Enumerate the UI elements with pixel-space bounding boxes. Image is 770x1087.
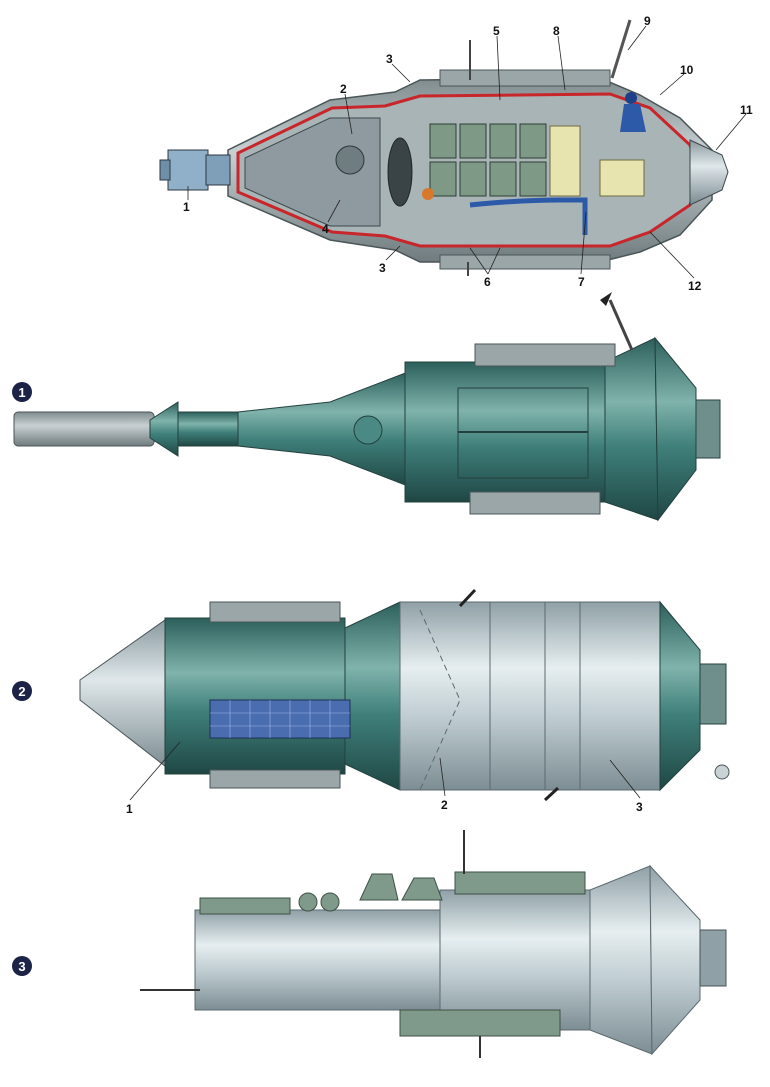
cutaway-orange-sphere: [422, 188, 434, 200]
view3-aft-cone: [649, 864, 701, 1056]
view2-green-taper: [344, 601, 401, 791]
callout-7: 7: [578, 275, 585, 289]
view3-hood-2: [401, 877, 443, 901]
view2-top-module: [209, 601, 341, 623]
cosmonaut-figure: [620, 92, 646, 132]
callout-6: 6: [484, 275, 491, 289]
cutaway-view: [159, 19, 729, 276]
view1-porthole: [353, 415, 383, 445]
callout-2: 2: [340, 82, 347, 96]
view1-antenna-top: [600, 292, 612, 306]
callout-3-bottom: 3: [379, 261, 386, 275]
cutaway-boom: [610, 19, 632, 79]
cutaway-cream-module: [549, 125, 581, 197]
view3-docking-unit: [699, 929, 727, 987]
cutaway-bottom-panel: [439, 254, 611, 270]
callout-5: 5: [493, 24, 500, 38]
callout-3-top: 3: [386, 52, 393, 66]
view1-aft-cone: [654, 336, 697, 522]
view1-probe-cone: [149, 401, 179, 457]
view2-solar-grid: [210, 700, 350, 738]
cutaway-pipe: [469, 197, 588, 235]
view1-bottom-panel: [469, 491, 601, 515]
view3-hood-1: [359, 873, 399, 901]
view2-solar-panel: [209, 699, 351, 739]
view-1: [13, 292, 721, 522]
view-3-badge: 3: [12, 956, 32, 976]
view2-callout-3: 3: [636, 800, 643, 814]
view3-aft-section: [589, 865, 653, 1055]
view2-green-hull: [164, 617, 346, 775]
view1-docking-unit: [695, 399, 721, 459]
view3-tank-2: [320, 892, 340, 912]
callout-11: 11: [740, 103, 753, 117]
cutaway-aft-cone: [689, 139, 729, 206]
callout-4: 4: [322, 222, 329, 236]
view1-adapter: [237, 371, 409, 487]
view3-top-block-left: [199, 897, 291, 915]
cutaway-forward-section: [244, 117, 381, 227]
view2-dashed-seam: [419, 609, 461, 791]
view2-callout-2: 2: [441, 798, 448, 812]
view2-bottom-module: [209, 769, 341, 789]
view2-leader-lines: [129, 741, 641, 801]
cutaway-hatch: [387, 137, 413, 207]
view2-aft-cone: [659, 600, 701, 792]
cutaway-top-panel: [439, 69, 611, 87]
view3-forward-hull: [194, 909, 446, 1011]
view2-sensor: [714, 764, 730, 780]
view2-docking-unit: [699, 663, 727, 725]
callout-1: 1: [183, 200, 190, 214]
view1-top-module: [474, 343, 616, 367]
callout-12: 12: [688, 279, 702, 293]
view-2: [79, 588, 730, 802]
view3-bottom-module: [399, 1009, 561, 1037]
view2-silver-hull: [399, 601, 661, 791]
view2-antenna-top: [458, 588, 477, 608]
view2-nose-cone: [79, 619, 171, 772]
view2-silver-seams: [489, 602, 581, 790]
cutaway-cargo-bays: [429, 123, 547, 197]
cutaway-aft-module: [599, 159, 645, 197]
view3-top-equipment: [454, 871, 586, 895]
view2-antenna-bottom: [543, 786, 560, 802]
view3-tank-1: [298, 892, 318, 912]
cutaway-leader-lines: [187, 25, 747, 279]
callout-9: 9: [644, 14, 651, 28]
view-2-badge: 2: [12, 681, 32, 701]
view2-callout-1: 1: [126, 802, 133, 816]
view1-boom: [608, 299, 634, 351]
view-3: [140, 830, 727, 1058]
cutaway-machinery: [335, 145, 365, 175]
view1-probe-shaft: [177, 411, 239, 447]
callout-10: 10: [680, 63, 694, 77]
view1-probe-rod: [13, 411, 155, 447]
view3-main-hull: [439, 889, 591, 1031]
view-1-badge: 1: [12, 382, 32, 402]
callout-8: 8: [553, 24, 560, 38]
cutaway-docking-probe: [159, 149, 231, 191]
